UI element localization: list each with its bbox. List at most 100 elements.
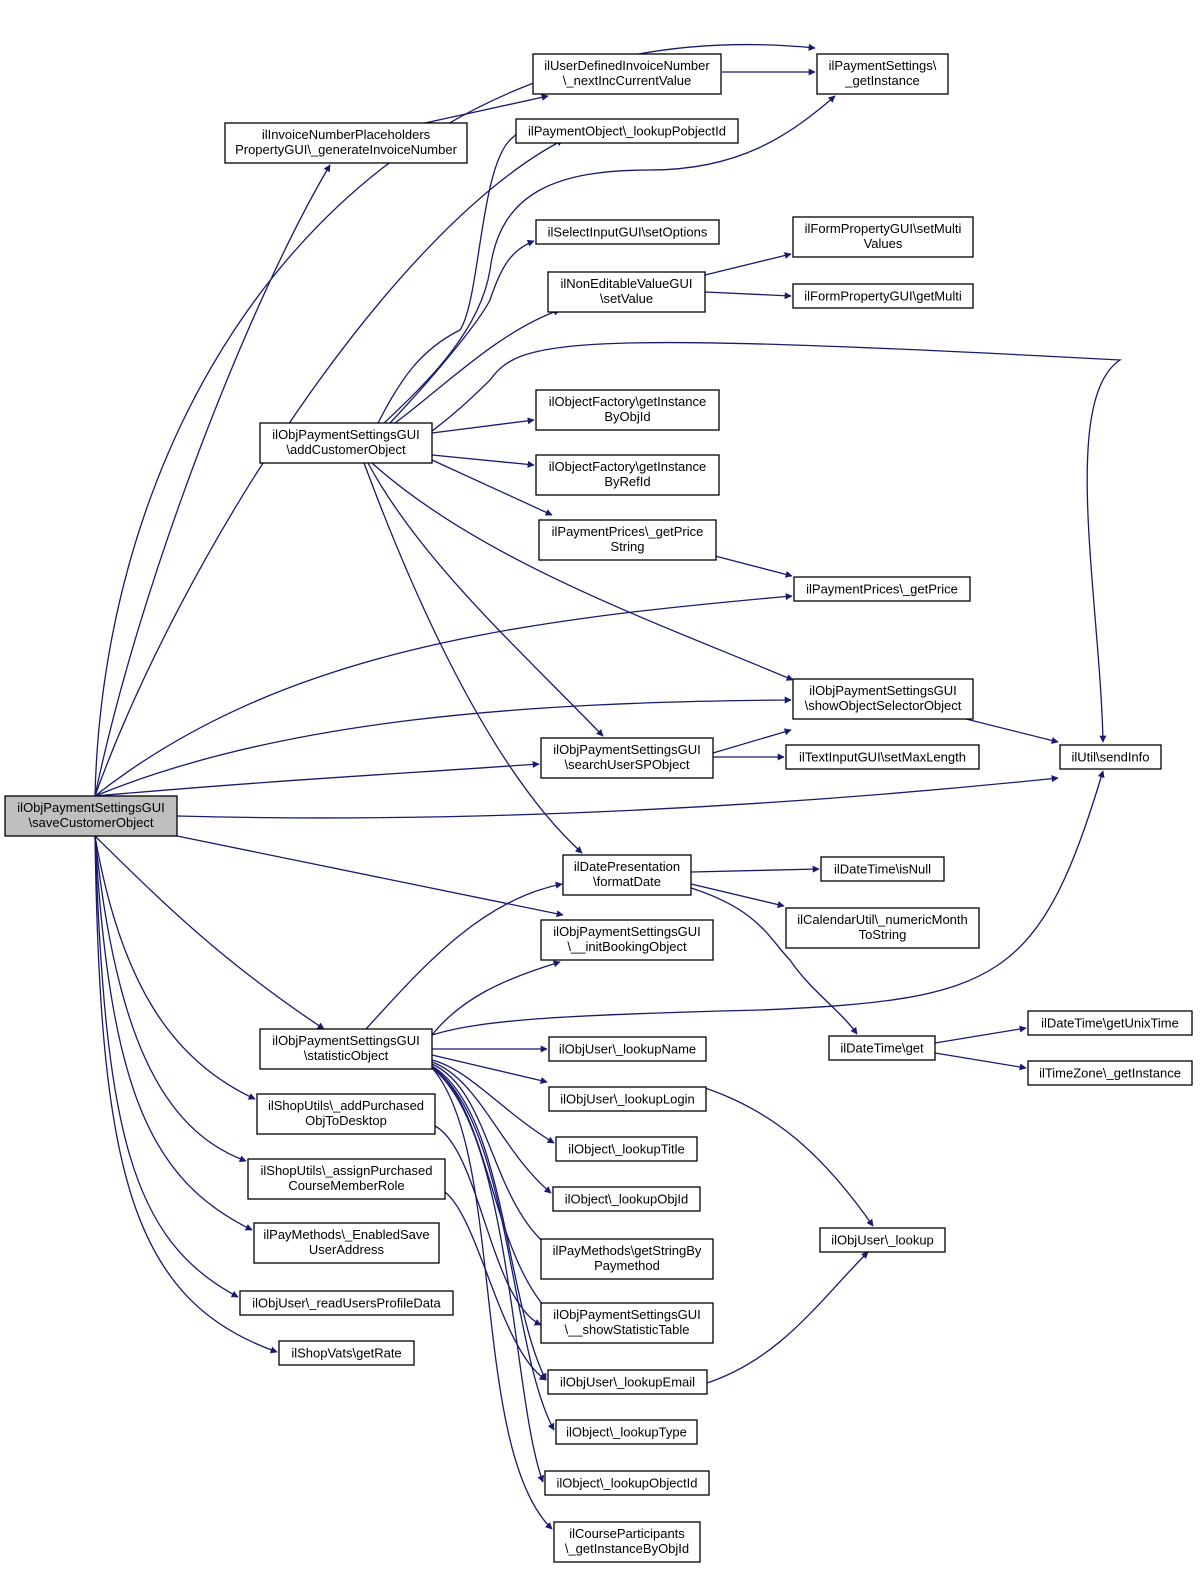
node-label: ilCalendarUtil\_numericMonth — [797, 912, 968, 927]
node-lookup-title[interactable]: ilObject\_lookupTitle — [555, 1136, 698, 1162]
node-box — [547, 271, 706, 313]
node-box — [224, 122, 468, 164]
node-box — [792, 216, 974, 258]
node-lookup-login[interactable]: ilObjUser\_lookupLogin — [548, 1086, 707, 1112]
node-lookup-pobject-id[interactable]: ilPaymentObject\_lookupPobjectId — [515, 118, 739, 144]
node-invoice-number-placeholders[interactable]: ilInvoiceNumberPlaceholdersPropertyGUI\_… — [224, 122, 468, 164]
node-lookup-type[interactable]: ilObject\_lookupType — [555, 1419, 698, 1445]
call-edge — [94, 760, 540, 797]
node-course-participants-get-instance[interactable]: ilCourseParticipants\_getInstanceByObjId — [553, 1521, 701, 1563]
node-label: String — [611, 539, 645, 554]
node-label: \__initBookingObject — [567, 939, 687, 954]
node-select-set-options[interactable]: ilSelectInputGUI\setOptions — [535, 219, 720, 245]
node-assign-purchased-course-member-role[interactable]: ilShopUtils\_assignPurchasedCourseMember… — [247, 1158, 446, 1200]
node-box — [785, 907, 980, 949]
node-box — [538, 519, 717, 561]
node-pay-settings-get-instance[interactable]: ilPaymentSettings\_getInstance — [816, 53, 949, 95]
node-box — [259, 422, 433, 464]
node-label: ilObjPaymentSettingsGUI — [553, 742, 700, 757]
node-init-booking-object[interactable]: ilObjPaymentSettingsGUI\__initBookingObj… — [540, 919, 714, 961]
call-edge — [431, 1063, 551, 1249]
call-edge — [176, 835, 564, 918]
call-edge — [94, 593, 793, 797]
node-send-info[interactable]: ilUtil\sendInfo — [1059, 744, 1162, 770]
node-box — [553, 1521, 701, 1563]
node-label: ByObjId — [604, 409, 650, 424]
node-show-statistic-table[interactable]: ilObjPaymentSettingsGUI\__showStatisticT… — [540, 1302, 714, 1344]
node-label: ByRefId — [604, 474, 650, 489]
call-edge — [371, 462, 794, 681]
node-box — [4, 795, 178, 837]
node-show-object-selector-object[interactable]: ilObjPaymentSettingsGUI\showObjectSelect… — [792, 678, 974, 720]
node-is-null[interactable]: ilDateTime\isNull — [820, 856, 945, 882]
node-format-date[interactable]: ilDatePresentation\formatDate — [562, 854, 692, 896]
call-edge — [431, 770, 1105, 1036]
call-edge — [714, 555, 793, 578]
node-box — [535, 454, 720, 496]
node-date-time-get[interactable]: ilDateTime\get — [828, 1035, 936, 1061]
node-label: \formatDate — [593, 874, 661, 889]
node-lookup-obj-id[interactable]: ilObject\_lookupObjId — [552, 1186, 701, 1212]
node-get-instance-by-obj-id[interactable]: ilObjectFactory\getInstanceByObjId — [535, 389, 720, 431]
node-box — [562, 854, 692, 896]
node-label: ilObjectFactory\getInstance — [549, 394, 707, 409]
node-lookup-email[interactable]: ilObjUser\_lookupEmail — [547, 1369, 708, 1395]
call-edge — [934, 1052, 1027, 1071]
node-label: ilObjUser\_lookupName — [559, 1042, 696, 1057]
node-user-defined-invoice-number[interactable]: ilUserDefinedInvoiceNumber\_nextIncCurre… — [532, 53, 722, 95]
node-label: ilInvoiceNumberPlaceholders — [262, 127, 431, 142]
node-time-zone-get-instance[interactable]: ilTimeZone\_getInstance — [1027, 1060, 1193, 1086]
node-box — [1059, 744, 1162, 770]
node-box — [552, 1186, 701, 1212]
node-box — [819, 1227, 946, 1253]
node-search-user-s-p-object[interactable]: ilObjPaymentSettingsGUI\searchUserSPObje… — [540, 737, 714, 779]
node-box — [256, 1093, 436, 1135]
node-box — [515, 118, 739, 144]
node-label: \_nextIncCurrentValue — [563, 73, 691, 88]
node-label: CourseMemberRole — [288, 1178, 404, 1193]
call-edge — [690, 865, 820, 873]
node-add-customer-object[interactable]: ilObjPaymentSettingsGUI\addCustomerObjec… — [259, 422, 433, 464]
node-non-editable-set-value[interactable]: ilNonEditableValueGUI\setValue — [547, 271, 706, 313]
call-edge — [94, 696, 792, 797]
call-edge — [431, 1065, 551, 1314]
node-set-max-length[interactable]: ilTextInputGUI\setMaxLength — [785, 744, 980, 770]
node-box — [785, 744, 980, 770]
node-obj-user-lookup[interactable]: ilObjUser\_lookup — [819, 1227, 946, 1253]
call-edge — [704, 252, 792, 276]
node-get-price[interactable]: ilPaymentPrices\_getPrice — [793, 576, 971, 602]
node-get-unix-time[interactable]: ilDateTime\getUnixTime — [1027, 1010, 1193, 1036]
node-form-get-multi[interactable]: ilFormPropertyGUI\getMulti — [792, 283, 974, 309]
node-save-customer-object[interactable]: ilObjPaymentSettingsGUI\saveCustomerObje… — [4, 795, 178, 837]
node-box — [247, 1158, 446, 1200]
call-edge — [431, 341, 1122, 743]
call-edge — [431, 1065, 547, 1381]
call-edge — [444, 1191, 547, 1381]
node-box — [555, 1419, 698, 1445]
node-label: _getInstance — [844, 73, 919, 88]
node-statistic-object[interactable]: ilObjPaymentSettingsGUI\statisticObject — [259, 1028, 433, 1070]
call-edge — [94, 835, 278, 1354]
node-box — [253, 1222, 440, 1264]
node-label: ilShopVats\getRate — [291, 1346, 401, 1361]
node-box — [1027, 1060, 1193, 1086]
call-edge — [94, 835, 325, 1030]
node-get-rate[interactable]: ilShopVats\getRate — [278, 1340, 415, 1366]
call-edge — [431, 1067, 553, 1530]
node-box — [820, 856, 945, 882]
call-edge — [365, 881, 563, 1030]
node-box — [792, 678, 974, 720]
node-label: \showObjectSelectorObject — [805, 698, 962, 713]
node-lookup-object-id[interactable]: ilObject\_lookupObjectId — [544, 1470, 710, 1496]
call-edge — [94, 835, 253, 1231]
nodes: ilObjPaymentSettingsGUI\saveCustomerObje… — [4, 53, 1193, 1563]
node-read-users-profile-data[interactable]: ilObjUser\_readUsersProfileData — [239, 1290, 454, 1316]
node-lookup-name[interactable]: ilObjUser\_lookupName — [548, 1036, 707, 1062]
